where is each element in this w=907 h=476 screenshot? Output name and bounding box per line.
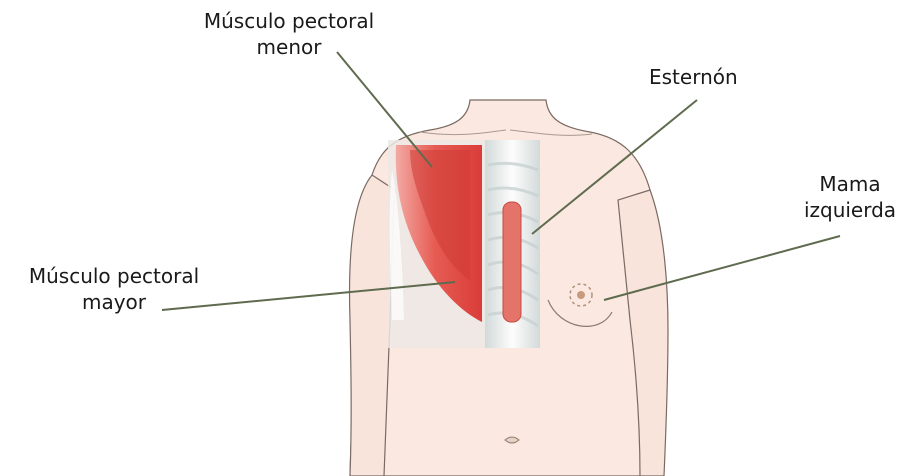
- label-mama-line1: Mama: [790, 171, 907, 197]
- label-pectoral-menor: Músculo pectoral menor: [183, 8, 395, 60]
- label-pectoral-mayor-line1: Músculo pectoral: [8, 263, 220, 289]
- label-mama-line2: izquierda: [790, 197, 907, 223]
- label-esternon-line1: Esternón: [649, 64, 738, 90]
- label-pectoral-mayor-line2: mayor: [8, 289, 220, 315]
- label-pectoral-mayor: Músculo pectoral mayor: [8, 263, 220, 315]
- navel: [505, 437, 519, 443]
- leader-pectoral-menor: [337, 52, 432, 167]
- nipple-center: [577, 291, 585, 299]
- sternum: [503, 202, 521, 322]
- label-pectoral-menor-line2: menor: [183, 34, 395, 60]
- label-esternon: Esternón: [649, 64, 738, 90]
- label-pectoral-menor-line1: Músculo pectoral: [183, 8, 395, 34]
- label-mama-izquierda: Mama izquierda: [790, 171, 907, 223]
